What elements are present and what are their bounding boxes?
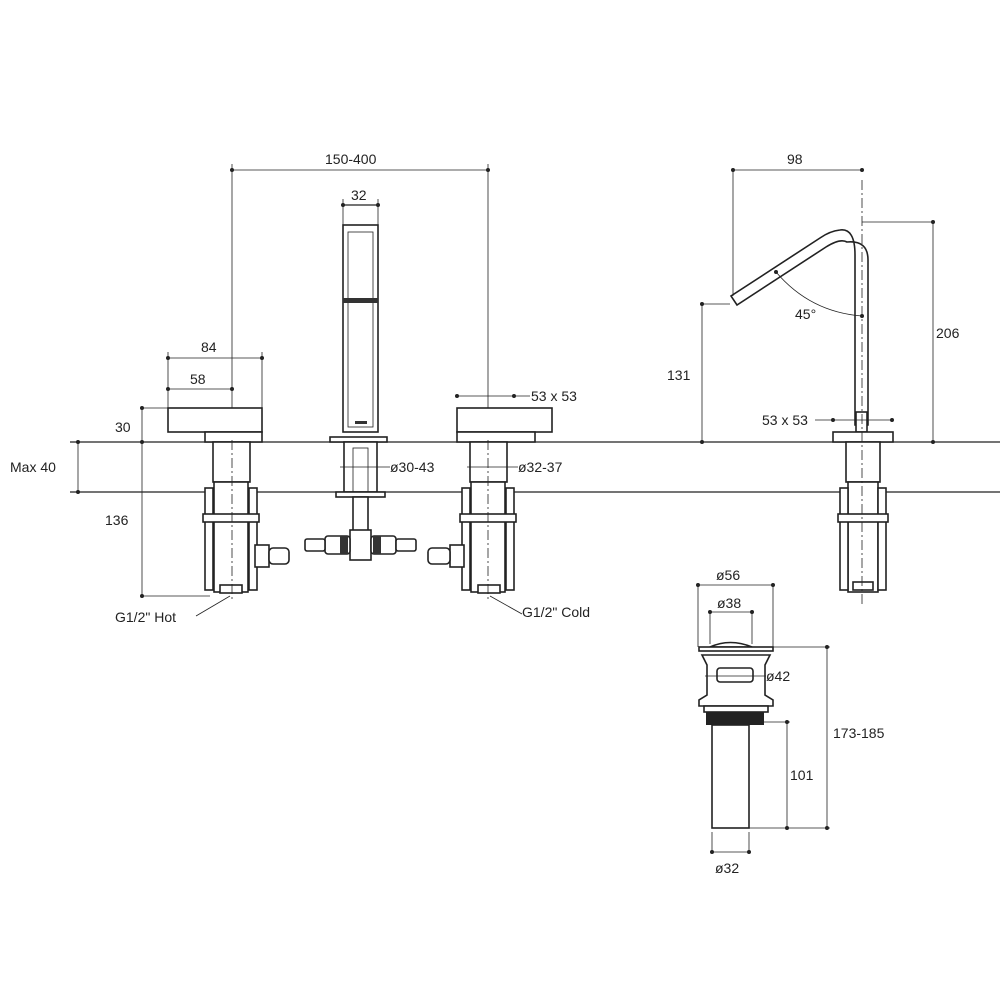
dim-handle-width: 84 58: [166, 339, 264, 408]
label-spout-outlet-height: 131: [667, 367, 691, 383]
label-waste-tail: 101: [790, 767, 814, 783]
dim-spacing: 150-400: [230, 151, 490, 408]
label-cold-inlet: G1/2" Cold: [522, 604, 590, 620]
label-waste-length: 173-185: [833, 725, 885, 741]
label-spout-angle: 45°: [795, 306, 816, 322]
label-shower-hole: ø30-43: [390, 459, 435, 475]
left-handle: [167, 407, 290, 600]
label-handle-width: 84: [201, 339, 217, 355]
label-waste-pipe: ø32: [715, 860, 739, 876]
label-handle-hole: ø32-37: [518, 459, 563, 475]
label-spout-square: 53 x 53: [762, 412, 808, 428]
label-handle-square: 53 x 53: [531, 388, 577, 404]
label-waste-flange: ø56: [716, 567, 740, 583]
label-below-deck: 136: [105, 512, 129, 528]
hand-shower: 32 ø30-43: [304, 187, 435, 561]
right-handle: 53 x 53 ø32-37 G1/2" Cold: [427, 388, 590, 620]
waste: ø56 ø38 ø42 173-185 101 ø32: [696, 567, 885, 876]
label-spout-reach: 98: [787, 151, 803, 167]
label-handle-height: 30: [115, 419, 131, 435]
label-spacing: 150-400: [325, 151, 377, 167]
label-spout-height: 206: [936, 325, 960, 341]
hot-inlet-callout: G1/2" Hot: [115, 595, 231, 625]
label-handle-inner: 58: [190, 371, 206, 387]
label-shower-width: 32: [351, 187, 367, 203]
label-max-deck: Max 40: [10, 459, 56, 475]
dim-max-deck: Max 40: [10, 440, 80, 494]
spout: 98 206 131 45° 53 x 53: [667, 151, 960, 605]
dim-handle-height: 30 136: [105, 406, 210, 598]
label-waste-plug: ø38: [717, 595, 741, 611]
label-waste-body: ø42: [766, 668, 790, 684]
label-hot-inlet: G1/2" Hot: [115, 609, 176, 625]
